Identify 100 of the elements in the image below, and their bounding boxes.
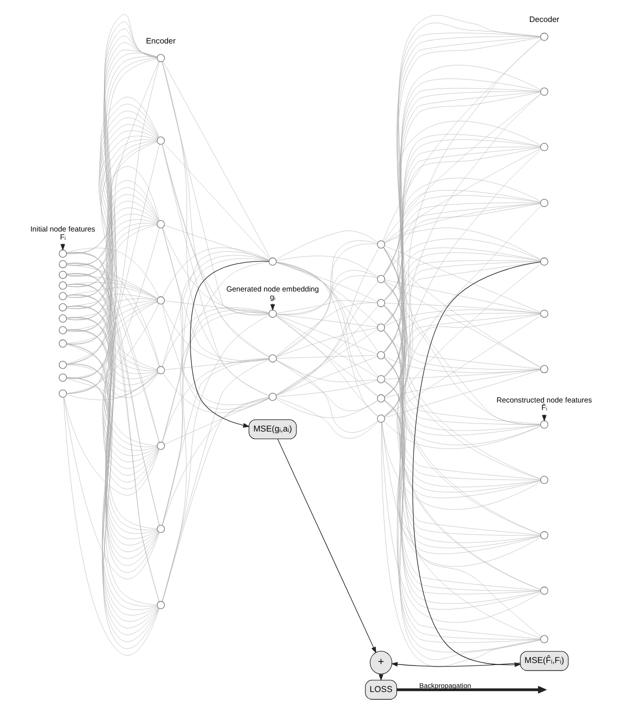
connector xyxy=(382,65,541,276)
connector xyxy=(275,282,378,396)
connector xyxy=(164,398,269,445)
node-circle xyxy=(376,324,385,332)
connector xyxy=(66,187,158,276)
connector xyxy=(384,246,540,313)
connector xyxy=(383,261,540,377)
connector xyxy=(162,251,269,367)
connector xyxy=(162,360,269,602)
connector xyxy=(384,400,540,446)
connector xyxy=(382,238,540,276)
connector xyxy=(66,377,159,490)
connector xyxy=(66,264,157,299)
connector xyxy=(66,194,158,287)
node-circle xyxy=(58,250,66,258)
node-circle xyxy=(58,292,66,300)
connector xyxy=(384,381,540,436)
connector xyxy=(164,300,269,314)
connector xyxy=(276,314,378,354)
connector xyxy=(66,274,157,299)
node-circle xyxy=(58,360,66,369)
node-circle xyxy=(268,392,276,401)
connector xyxy=(382,120,540,276)
arrow xyxy=(189,260,269,428)
connector xyxy=(384,280,540,314)
connector xyxy=(66,61,159,254)
connector xyxy=(384,369,540,398)
node-circle xyxy=(58,340,66,348)
connector xyxy=(382,94,541,242)
connector xyxy=(162,258,268,526)
connector xyxy=(383,247,540,368)
node-circle xyxy=(156,296,164,304)
node-circle xyxy=(58,303,66,312)
connector xyxy=(384,139,540,326)
connector xyxy=(66,201,158,298)
node-circle xyxy=(156,366,164,374)
connector xyxy=(162,373,269,414)
connector xyxy=(66,300,157,330)
node-circle xyxy=(58,270,66,279)
connector xyxy=(162,310,269,442)
connector xyxy=(276,270,378,314)
connector xyxy=(63,397,159,496)
connector xyxy=(381,422,540,567)
connector xyxy=(66,248,158,298)
connector xyxy=(382,247,540,479)
connector xyxy=(382,38,541,242)
connector xyxy=(383,420,540,449)
connector xyxy=(383,260,540,353)
node-box: LOSS xyxy=(364,680,397,700)
node-circle xyxy=(376,394,385,402)
connector xyxy=(275,316,378,416)
connector xyxy=(275,398,378,418)
connector xyxy=(384,195,540,326)
connector xyxy=(383,282,540,425)
connector xyxy=(275,329,378,396)
connector xyxy=(276,240,377,316)
node-circle xyxy=(58,260,66,268)
connector xyxy=(384,357,540,488)
node-circle xyxy=(376,299,385,308)
node-circle xyxy=(58,326,66,334)
connector xyxy=(66,208,158,309)
connector xyxy=(276,276,377,357)
node-circle xyxy=(540,420,548,428)
connector xyxy=(162,228,268,361)
connector xyxy=(162,315,269,602)
node-circle xyxy=(540,635,548,644)
arrow xyxy=(276,438,376,654)
node-circle xyxy=(268,310,276,318)
connector xyxy=(275,302,377,356)
connector xyxy=(66,300,157,344)
node-circle xyxy=(268,354,276,362)
connector xyxy=(162,255,269,442)
connector xyxy=(384,310,540,326)
connector xyxy=(384,380,540,492)
node-circle xyxy=(156,54,164,62)
node-circle xyxy=(156,442,164,450)
connector xyxy=(162,144,269,357)
connector xyxy=(63,397,159,579)
connector xyxy=(162,312,269,526)
node-circle xyxy=(540,531,548,540)
node-circle xyxy=(540,32,548,41)
arrow xyxy=(378,674,383,681)
node-circle xyxy=(156,601,164,610)
arrow xyxy=(390,662,520,667)
connector xyxy=(66,294,157,308)
connector xyxy=(382,313,540,352)
node-circle xyxy=(268,258,276,266)
connector xyxy=(162,144,268,315)
connector xyxy=(384,314,540,397)
node-circle xyxy=(376,275,385,284)
connector xyxy=(275,244,377,358)
node-circle xyxy=(376,414,385,423)
connector xyxy=(383,248,540,301)
node-circle xyxy=(58,282,66,290)
node-circle xyxy=(58,390,66,398)
connector xyxy=(162,227,269,314)
node-circle xyxy=(540,310,548,318)
connector xyxy=(162,358,269,442)
connector xyxy=(162,248,269,298)
connector xyxy=(162,228,269,406)
